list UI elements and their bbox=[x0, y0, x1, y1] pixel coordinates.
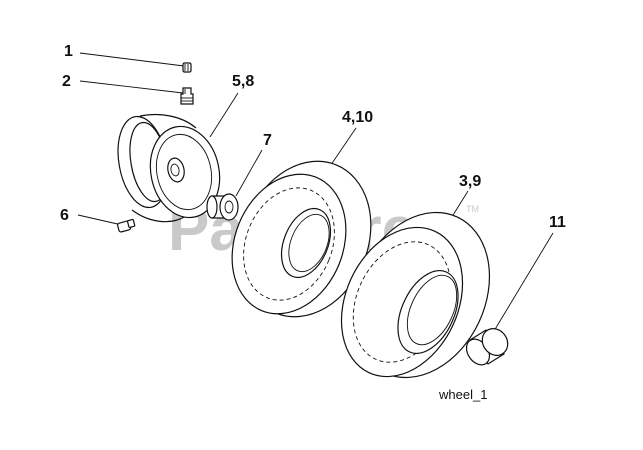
callout-4-10: 4,10 bbox=[342, 109, 373, 126]
leader-line-2 bbox=[79, 80, 184, 94]
leader-line-1 bbox=[79, 52, 185, 67]
callout-5-8: 5,8 bbox=[232, 73, 254, 90]
watermark-trademark: TM bbox=[466, 204, 479, 214]
callout-1: 1 bbox=[64, 43, 73, 60]
rear-tire-part bbox=[340, 211, 491, 379]
wheel-cap-part bbox=[465, 328, 509, 366]
callout-7: 7 bbox=[263, 132, 272, 149]
front-tire-part bbox=[231, 160, 372, 318]
bushing-part bbox=[206, 193, 239, 221]
grease-fitting-part bbox=[117, 218, 136, 233]
callout-3-9: 3,9 bbox=[459, 173, 481, 190]
wheel-rim-part bbox=[117, 113, 221, 223]
valve-cap-part bbox=[182, 62, 192, 73]
callouts: 1 2 5,8 7 4,10 3,9 6 11 bbox=[60, 43, 566, 231]
leader-line-11 bbox=[490, 232, 554, 337]
leader-line-7 bbox=[235, 149, 263, 197]
leader-line-5-8 bbox=[209, 92, 239, 138]
diagram-caption: wheel_1 bbox=[438, 387, 487, 402]
callout-11: 11 bbox=[549, 214, 566, 231]
callout-6: 6 bbox=[60, 207, 69, 224]
leader-lines bbox=[77, 52, 554, 337]
callout-2: 2 bbox=[62, 73, 71, 90]
leader-line-6 bbox=[77, 214, 123, 226]
valve-stem-part bbox=[180, 87, 194, 105]
